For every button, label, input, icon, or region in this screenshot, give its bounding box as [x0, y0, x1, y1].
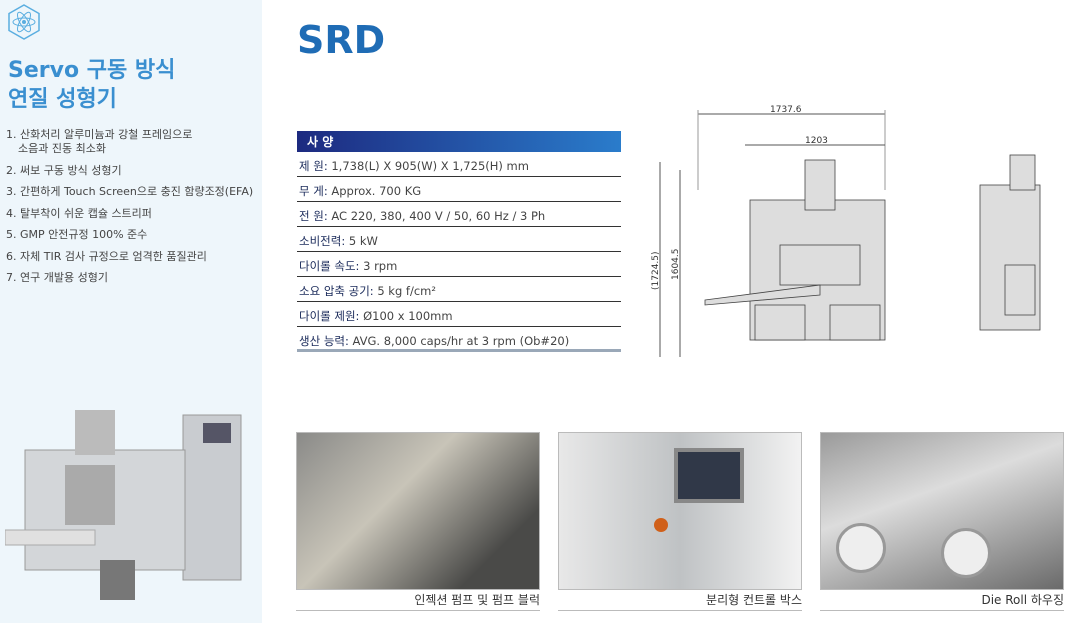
- feature-item: 7. 연구 개발용 성형기: [6, 271, 108, 284]
- model-name: SRD: [297, 18, 386, 62]
- dim-total-height: (1724.5): [651, 251, 661, 290]
- photo-caption: Die Roll 하우징: [820, 591, 1064, 611]
- machine-photo: [5, 410, 242, 600]
- spec-label: 무 게:: [299, 184, 328, 198]
- technical-drawing: 1737.6 1203 (1724.5) 1604.5: [651, 105, 1041, 357]
- spec-label: 소요 압축 공기:: [299, 284, 374, 298]
- title-line: Servo 구동 방식: [8, 58, 176, 83]
- spec-row: 소비전력: 5 kW: [297, 227, 621, 252]
- spec-row: 제 원: 1,738(L) X 905(W) X 1,725(H) mm: [297, 152, 621, 177]
- spec-value: Approx. 700 KG: [327, 184, 422, 198]
- spec-row: 생산 능력: AVG. 8,000 caps/hr at 3 rpm (Ob#2…: [297, 327, 621, 352]
- spec-value: 1,738(L) X 905(W) X 1,725(H) mm: [327, 159, 529, 173]
- feature-item: 5. GMP 안전규정 100% 준수: [6, 228, 148, 241]
- spec-label: 다이롤 속도:: [299, 259, 360, 273]
- control-box-photo: [558, 432, 802, 590]
- die-roll-photo: [820, 432, 1064, 590]
- photo-caption: 인젝션 펌프 및 펌프 블럭: [296, 591, 540, 611]
- spec-value: Ø100 x 100mm: [359, 309, 453, 323]
- title-line: 연질 성형기: [8, 87, 117, 112]
- spec-label: 전 원:: [299, 209, 328, 223]
- feature-item: 6. 자체 TIR 검사 규정으로 엄격한 품질관리: [6, 249, 207, 263]
- spec-value: 5 kW: [345, 234, 378, 248]
- spec-label: 소비전력:: [299, 234, 346, 248]
- spec-row: 다이롤 제원: Ø100 x 100mm: [297, 302, 621, 327]
- spec-value: AC 220, 380, 400 V / 50, 60 Hz / 3 Ph: [327, 209, 546, 223]
- atom-icon: [8, 4, 40, 40]
- spec-label: 생산 능력:: [299, 334, 349, 348]
- dim-height: 1604.5: [671, 249, 681, 281]
- photo-caption: 분리형 컨트롤 박스: [558, 591, 802, 611]
- spec-value: 3 rpm: [359, 259, 398, 273]
- spec-table: 사 양 제 원: 1,738(L) X 905(W) X 1,725(H) mm…: [297, 131, 621, 352]
- spec-row: 전 원: AC 220, 380, 400 V / 50, 60 Hz / 3 …: [297, 202, 621, 227]
- spec-header: 사 양: [297, 131, 621, 152]
- spec-value: 5 kg f/cm²: [373, 284, 436, 298]
- spec-label: 제 원:: [299, 159, 328, 173]
- feature-item: 2. 써보 구동 방식 성형기: [6, 163, 122, 177]
- spec-row: 소요 압축 공기: 5 kg f/cm²: [297, 277, 621, 302]
- dim-width: 1203: [805, 136, 828, 146]
- feature-item: 4. 탈부착이 쉬운 캡슐 스트리퍼: [6, 206, 152, 220]
- feature-item: 3. 간편하게 Touch Screen으로 충진 함량조정(EFA): [6, 185, 254, 198]
- spec-value: AVG. 8,000 caps/hr at 3 rpm (Ob#20): [348, 334, 570, 348]
- spec-row: 무 게: Approx. 700 KG: [297, 177, 621, 202]
- feature-text: 소음과 진동 최소화: [18, 142, 106, 155]
- dim-total-width: 1737.6: [770, 105, 802, 115]
- spec-row: 다이롤 속도: 3 rpm: [297, 252, 621, 277]
- spec-label: 다이롤 제원:: [299, 309, 360, 323]
- pump-photo: [296, 432, 540, 590]
- feature-text: 1. 산화처리 알루미늄과 강철 프레임으로: [6, 128, 193, 141]
